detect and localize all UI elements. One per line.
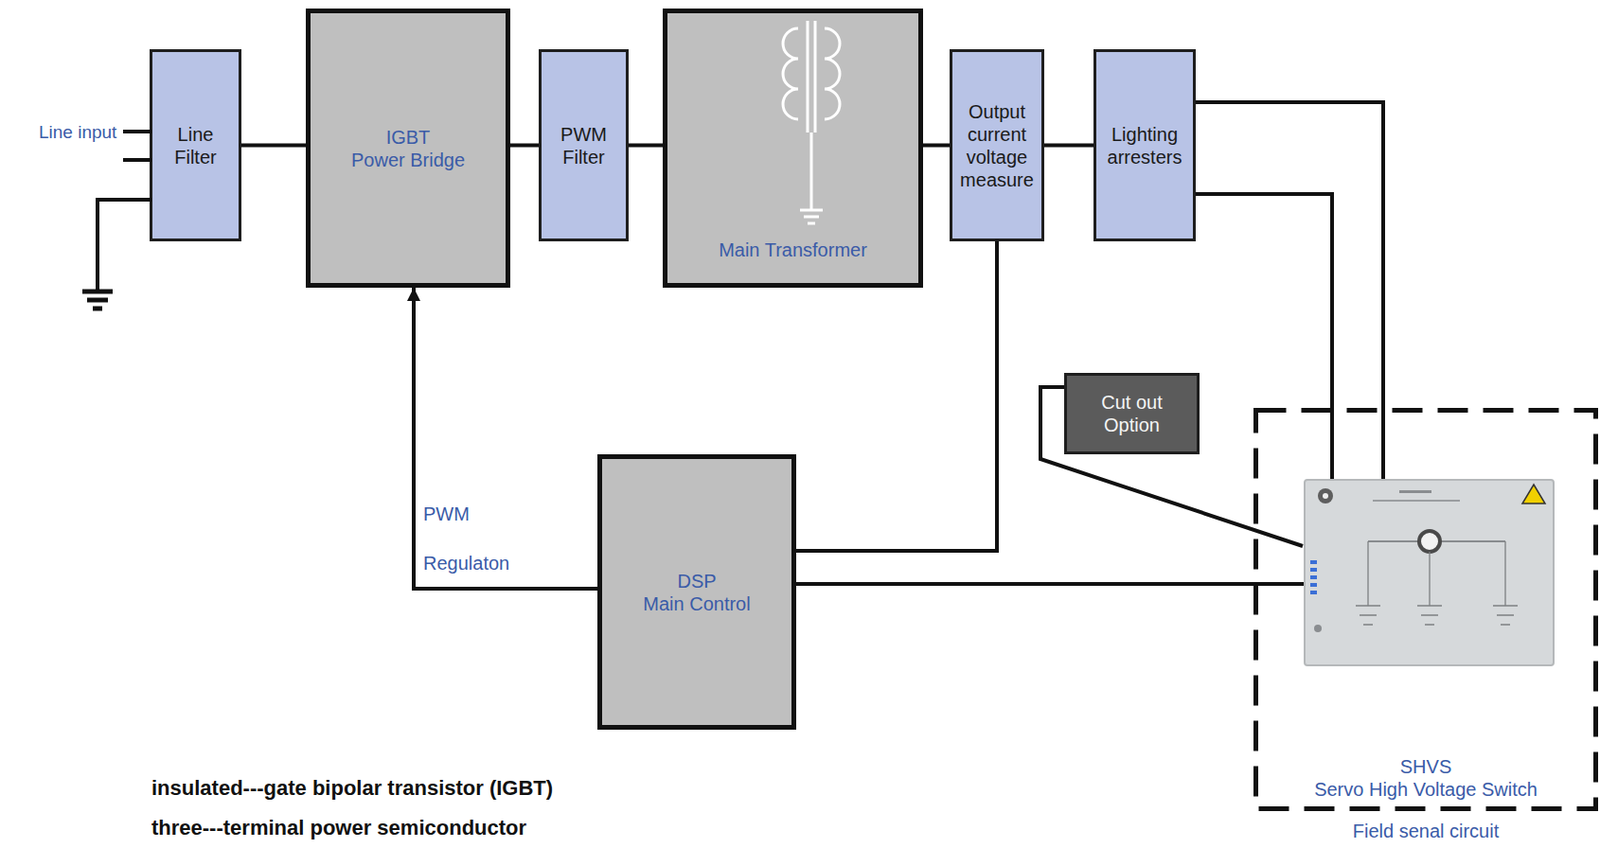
coil-symbol xyxy=(824,28,840,120)
connector-line xyxy=(1044,143,1094,148)
box-label: IGBT Power Bridge xyxy=(351,126,465,171)
connector-line xyxy=(510,143,539,148)
wrap-spacer xyxy=(348,125,360,149)
box-label: Line Filter xyxy=(157,123,234,169)
connector-line xyxy=(413,287,598,589)
box-label: Cut out Option xyxy=(1092,391,1173,437)
line-wire xyxy=(123,129,152,134)
connector-line xyxy=(796,241,997,552)
wrap-spacer xyxy=(735,569,755,593)
field-region: SHVSServo High Voltage SwitchField senal… xyxy=(1253,408,1599,812)
arrester-box: Lighting arresters xyxy=(1093,49,1196,242)
signal-label: PWM Regulaton xyxy=(423,489,522,588)
note-text: three---terminal power semiconductor xyxy=(151,816,527,841)
ground-wire xyxy=(97,199,152,291)
ground-symbol xyxy=(92,306,103,312)
connector-line xyxy=(1195,102,1384,480)
panel-circuit xyxy=(1417,551,1442,625)
panel-connector xyxy=(1314,624,1322,633)
transformer-box: Main Transformer xyxy=(662,8,924,288)
input-label: Line input xyxy=(38,122,117,143)
box-label: Main Transformer xyxy=(718,238,868,262)
connector-line xyxy=(796,582,1305,587)
ground-symbol xyxy=(807,222,816,226)
connector-line xyxy=(241,143,306,148)
box-label: SHVS xyxy=(1400,755,1452,779)
warning-sign xyxy=(1522,484,1546,504)
indicator-led xyxy=(1310,583,1317,587)
ground-wire xyxy=(810,132,814,211)
box-label: DSP Main Control xyxy=(642,570,750,615)
text-wrap: IGBT Power Bridge xyxy=(348,125,468,172)
panel-circuit xyxy=(1355,541,1518,625)
box-label: Output current voltage measure xyxy=(957,100,1037,192)
indicator-led xyxy=(1310,560,1317,565)
panel-knob xyxy=(1317,488,1334,504)
power-bridge-box: IGBT Power Bridge xyxy=(305,8,511,288)
core-line xyxy=(814,20,818,133)
ground-symbol xyxy=(87,298,108,303)
indicator-led xyxy=(1310,575,1317,580)
coil-symbol xyxy=(782,28,799,120)
core-line xyxy=(806,20,810,133)
ground-symbol xyxy=(800,209,823,213)
filter-box: Line Filter xyxy=(149,49,242,242)
input-wiring xyxy=(82,131,152,309)
line-wire xyxy=(123,158,152,162)
box-label: Servo High Voltage Switch xyxy=(1314,778,1538,801)
connector-line xyxy=(1195,194,1333,480)
box-label: Lighting arresters xyxy=(1101,123,1189,169)
panel-knob xyxy=(1322,493,1329,499)
indicator-leds xyxy=(1310,560,1317,595)
wrap-spacer xyxy=(456,125,468,149)
ground-symbol xyxy=(803,215,819,219)
ground-symbol xyxy=(82,289,113,295)
note-text: insulated---gate bipolar transistor (IGB… xyxy=(151,776,553,801)
box-label: PWM Filter xyxy=(546,123,622,169)
option-box: Cut out Option xyxy=(1064,373,1200,455)
dashed-outline xyxy=(1256,410,1597,810)
panel-face xyxy=(1304,480,1554,666)
wrap-spacer xyxy=(639,569,658,593)
dashed-outline xyxy=(1253,408,1599,812)
measure-box: Output current voltage measure xyxy=(949,49,1045,242)
indicator-led xyxy=(1310,590,1317,595)
panel-marking xyxy=(1399,490,1432,494)
filter-box: PWM Filter xyxy=(538,49,629,242)
text-wrap: DSP Main Control xyxy=(639,569,755,616)
transformer-symbol xyxy=(782,20,840,224)
controller-box: DSP Main Control xyxy=(597,454,797,730)
indicator-led xyxy=(1310,568,1317,572)
panel-switch xyxy=(1419,531,1440,552)
panel-circuit xyxy=(1493,541,1518,625)
switch-panel-picture xyxy=(1304,480,1554,666)
box-label: Field senal circuit xyxy=(1352,819,1500,843)
connector-line xyxy=(923,143,950,148)
panel-marking xyxy=(1372,499,1460,502)
panel-circuit xyxy=(1355,541,1381,625)
connector-line xyxy=(628,143,663,148)
panel-circuit xyxy=(1368,540,1506,543)
